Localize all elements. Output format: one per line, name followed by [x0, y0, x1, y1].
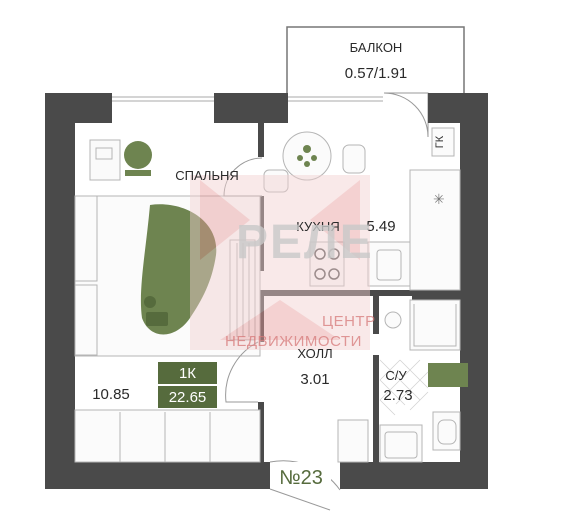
balcony-name: БАЛКОН [350, 40, 403, 55]
bedroom-area: 10.85 [92, 386, 130, 403]
hall-fixtures [337, 419, 369, 463]
bathroom-area: 2.73 [383, 387, 412, 404]
room-labels: БАЛКОН 0.57/1.91 СПАЛЬНЯ 10.85 КУХНЯ 5.4… [92, 40, 412, 404]
bedroom-rug [140, 204, 217, 335]
watermark-logo-text: РЕЛЕ [236, 216, 374, 269]
kitchen-furniture [263, 127, 461, 291]
gas-boiler-label: ГК [434, 135, 446, 148]
hall-name: ХОЛЛ [297, 346, 332, 361]
bathroom-name: С/У [385, 368, 407, 383]
balcony [112, 26, 465, 138]
kitchen-name: КУХНЯ [296, 219, 339, 234]
total-area-badge: 22.65 [158, 386, 217, 408]
bathroom-fixtures [379, 299, 461, 463]
hall-area: 3.01 [300, 371, 329, 388]
dining-plant-icon [297, 145, 317, 167]
kitchen-area: 5.49 [366, 218, 395, 235]
bath-mat [428, 363, 468, 387]
watermark-line-1: ЦЕНТР [322, 313, 376, 330]
bathroom-tiles [379, 359, 429, 416]
hall-door [225, 341, 259, 403]
apartment-number-tag: №23 [273, 462, 331, 489]
stove-icon [314, 248, 340, 280]
apartment-type-badge: 1К [158, 362, 217, 384]
watermark-logo [190, 175, 370, 350]
apartment-number: №23 [279, 467, 323, 489]
watermark-line-2: НЕДВИЖИМОСТИ [225, 333, 362, 350]
ventilation-icon: ✳ [433, 192, 445, 208]
walls [45, 93, 488, 489]
bedroom-name: СПАЛЬНЯ [175, 168, 239, 183]
desk-chair-icon [124, 141, 152, 176]
bedroom-door [223, 157, 263, 197]
cushion-icon [144, 296, 168, 326]
balcony-area: 0.57/1.91 [345, 65, 408, 82]
